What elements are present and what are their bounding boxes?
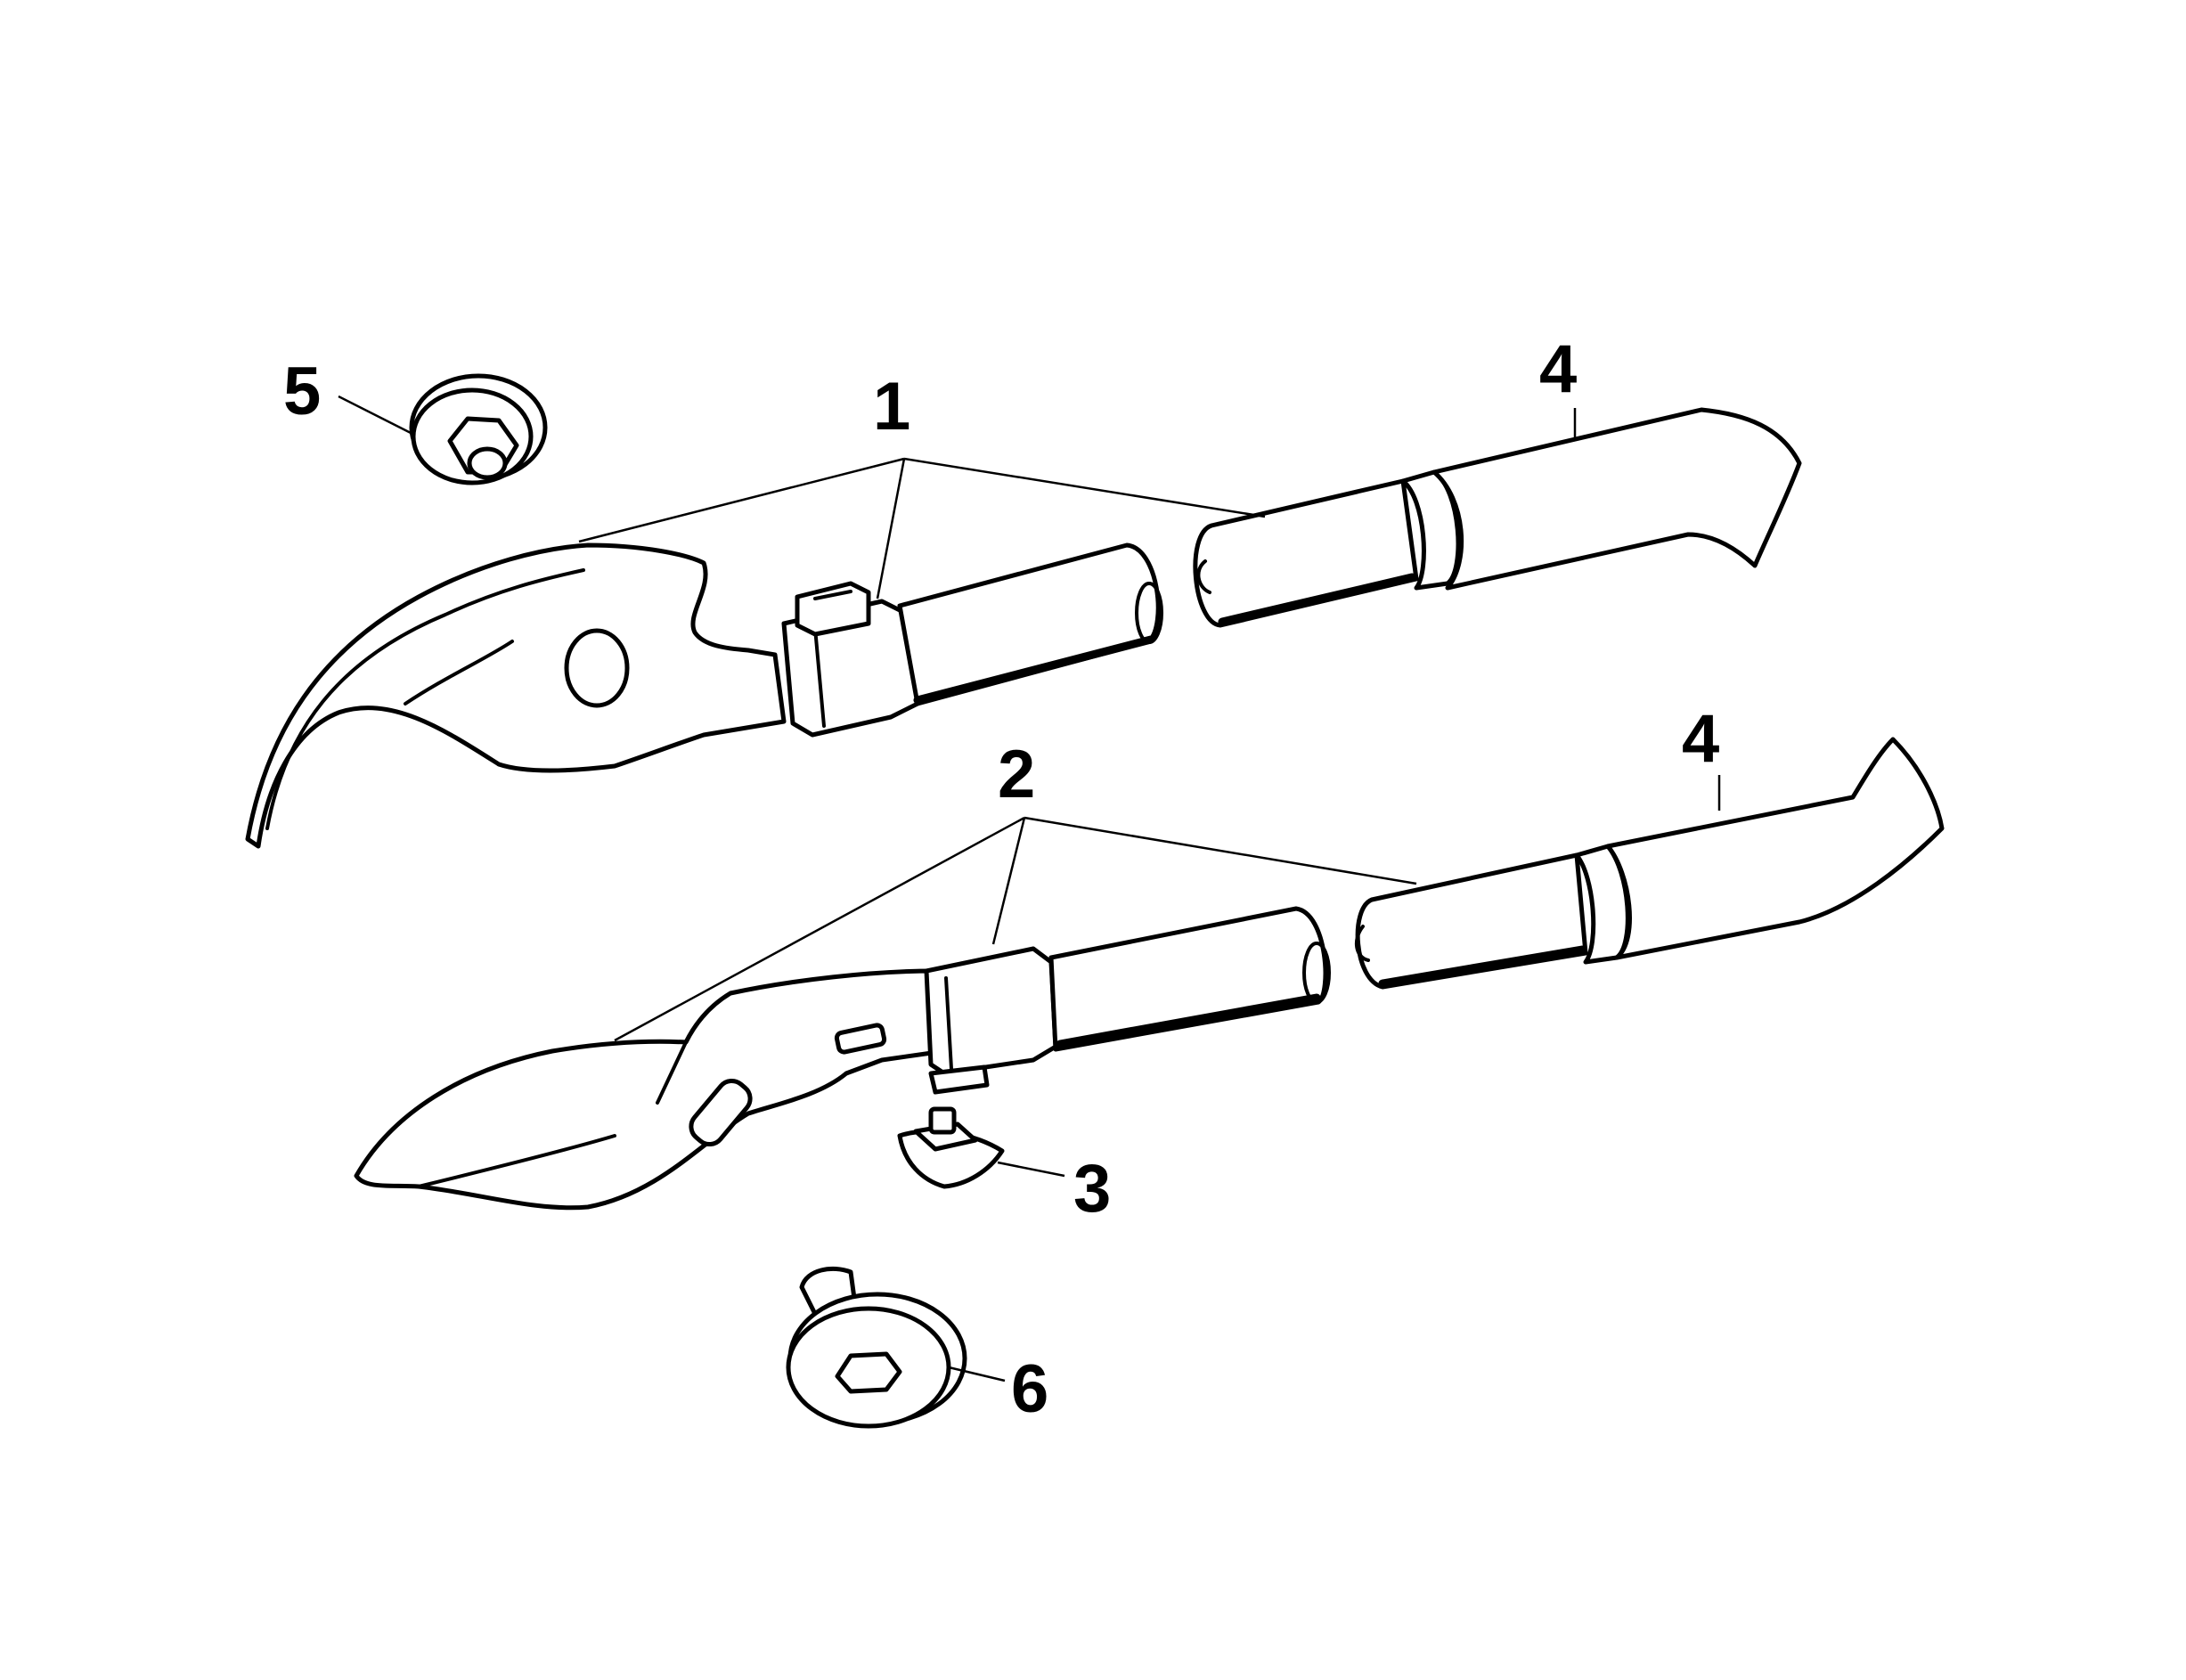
part-3-nut (897, 1106, 1005, 1189)
upper-grip (1432, 407, 1802, 591)
lower-ferrule-tab (928, 1064, 990, 1095)
upper-ferrule-catch (795, 581, 871, 637)
upper-arm-assembly (245, 407, 1802, 849)
upper-handle-tube-front (897, 542, 1161, 706)
callout-2: 2 (998, 737, 1035, 812)
lower-handle-tube-front (1048, 906, 1328, 1052)
upper-pivot-hole (564, 628, 630, 708)
lower-ferrule (924, 946, 1058, 1076)
lower-pivot-hole (689, 1078, 753, 1147)
callout-4-lower: 4 (1682, 701, 1719, 777)
callout-3: 3 (1073, 1151, 1111, 1227)
upper-blade (245, 542, 787, 849)
callout-1: 1 (873, 369, 910, 444)
callout-6: 6 (1011, 1351, 1048, 1427)
part-5-bolt (409, 373, 548, 485)
callout-4-upper: 4 (1539, 331, 1577, 407)
leader-lines (338, 395, 1721, 1382)
lower-blade (354, 968, 947, 1211)
lower-arm-assembly (354, 737, 1945, 1211)
part-6-bolt-head (786, 1266, 967, 1429)
lower-grip (1605, 737, 1945, 960)
callout-labels: 1 2 3 4 4 5 6 (283, 331, 1719, 1427)
lower-blade-slot (834, 1023, 887, 1055)
callout-5: 5 (283, 354, 321, 429)
